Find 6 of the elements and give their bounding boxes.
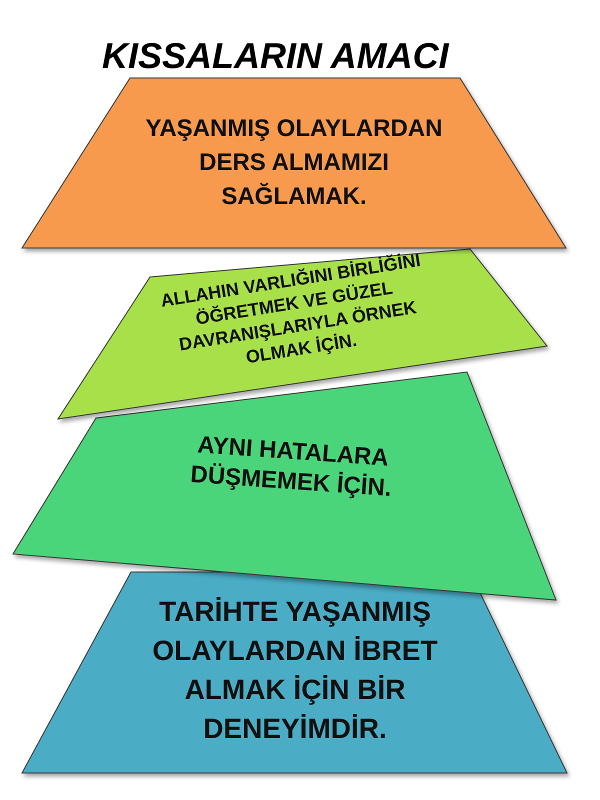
- trapezoid-panel: [22, 572, 567, 773]
- panel-text: AYNI HATALARA DÜŞMEMEK İÇİN.: [188, 430, 394, 504]
- trapezoid-panel: [22, 78, 566, 248]
- panel-text: YAŞANMIŞ OLAYLARDAN DERS ALMAMIZI SAĞLAMAK.: [144, 114, 444, 212]
- diagram-title: KISSALARIN AMACI: [102, 36, 449, 76]
- panel-text: TARİHTE YAŞANMIŞ OLAYLARDAN İBRET ALMAK İÇİN BİR DENEYİMDİR.: [151, 595, 439, 746]
